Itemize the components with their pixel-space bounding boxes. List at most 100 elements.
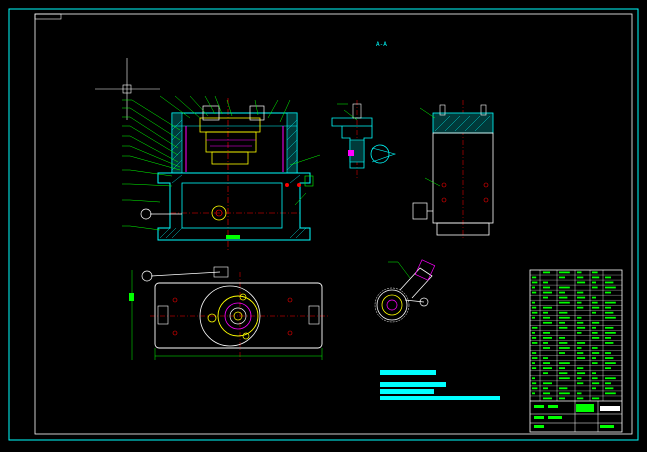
parts-list-cell-text: [605, 286, 616, 289]
parts-list-cell-text: [543, 311, 548, 314]
revision-mark: A-A: [376, 41, 387, 48]
parts-list-cell-text: [577, 377, 582, 380]
technical-notes: [380, 370, 500, 400]
parts-list-cell-text: [532, 362, 535, 364]
parts-list-cell-text: [577, 392, 582, 395]
parts-list-cell-text: [532, 326, 538, 329]
parts-list-cell-text: [577, 281, 586, 284]
parts-list-cell-text: [577, 342, 586, 344]
parts-list-cell-text: [605, 377, 616, 380]
parts-list-cell-text: [559, 316, 570, 319]
parts-list-cell-text: [592, 372, 596, 375]
parts-list-cell-text: [592, 362, 598, 364]
parts-list-cell-text: [532, 392, 535, 395]
parts-list-cell-text: [605, 306, 611, 309]
parts-list-cell-text: [543, 382, 552, 385]
parts-list-cell-text: [543, 291, 552, 294]
parts-list-cell-text: [543, 331, 550, 334]
parts-list-cell-text: [532, 316, 535, 319]
parts-list-cell-text: [559, 372, 568, 375]
parts-list-cell-text: [592, 352, 600, 354]
parts-list-cell-text: [592, 321, 600, 324]
parts-list-cell-text: [532, 286, 535, 289]
parts-list-cell-text: [605, 316, 616, 319]
parts-list-cell-text: [543, 372, 548, 375]
parts-list-cell-text: [543, 337, 552, 339]
parts-list-cell-text: [559, 286, 570, 289]
parts-list-cell-text: [577, 331, 582, 334]
parts-list-cell-text: [532, 306, 537, 309]
top-view[interactable]: [129, 266, 330, 360]
parts-list-cell-text: [577, 276, 584, 279]
parts-list-cell-text: [543, 306, 552, 309]
parts-list-cell-text: [577, 301, 582, 304]
parts-list-cell-text: [605, 331, 616, 334]
title-block[interactable]: [529, 269, 623, 433]
parts-list-cell-text: [605, 301, 616, 304]
parts-list-cell-text: [577, 271, 582, 274]
parts-list-cell-text: [532, 342, 538, 344]
parts-list-cell-text: [543, 347, 550, 349]
parts-list-cell-text: [577, 382, 584, 385]
parts-list-cell-text: [543, 387, 548, 390]
parts-list-cell-text: [605, 311, 614, 314]
parts-list-cell-text: [532, 281, 538, 284]
parts-list-cell-text: [543, 271, 550, 274]
parts-list-cell-text: [577, 316, 582, 319]
detail-view-a[interactable]: [331, 100, 397, 180]
parts-list-cell-text: [577, 326, 586, 329]
parts-list-cell-text: [605, 342, 614, 344]
front-section-view[interactable]: [122, 95, 321, 250]
parts-list-cell-text: [532, 291, 537, 294]
parts-list-cell-text: [532, 382, 537, 385]
parts-list-cell-text: [605, 357, 614, 359]
parts-list-cell-text: [559, 311, 568, 314]
parts-list-cell-text: [605, 326, 614, 329]
parts-list-cell-text: [592, 281, 596, 284]
parts-list-cell-text: [605, 352, 611, 354]
parts-list-cell-text: [592, 301, 598, 304]
parts-list-cell-text: [605, 281, 614, 284]
parts-list-cell-text: [592, 286, 598, 289]
parts-list-cell-text: [543, 342, 548, 344]
parts-list-cell-text: [559, 337, 565, 339]
parts-list-cell-text: [577, 296, 586, 299]
detail-view-b[interactable]: [374, 259, 436, 323]
side-view[interactable]: [412, 100, 494, 240]
parts-list-cell-text: [543, 397, 552, 400]
sheet-inner-border: [34, 13, 633, 435]
parts-list-cell-text: [592, 377, 598, 380]
parts-list-cell-text: [543, 281, 548, 284]
parts-list-cell-text: [543, 321, 552, 324]
sheet-outer-border: [8, 8, 639, 441]
parts-list-cell-text: [543, 367, 552, 370]
parts-list-cell-text: [559, 352, 565, 354]
parts-list-cell-text: [532, 377, 535, 380]
corner-label-box: [34, 13, 62, 20]
parts-list-cell-text: [532, 331, 535, 334]
parts-list-cell-text: [592, 296, 596, 299]
parts-list-cell-text: [559, 362, 570, 364]
parts-list-cell-text: [592, 397, 600, 400]
parts-list-cell-text: [605, 382, 611, 385]
crosshair-cursor: [95, 58, 160, 120]
parts-list-cell-text: [592, 382, 600, 385]
parts-list-cell-text: [577, 357, 586, 359]
parts-list-cell-text: [559, 301, 570, 304]
parts-list-cell-text: [543, 392, 550, 395]
parts-list-cell-text: [543, 362, 550, 364]
parts-list-cell-text: [559, 367, 565, 370]
parts-list-cell-text: [577, 367, 584, 370]
parts-list-cell-text: [532, 352, 537, 354]
parts-list-cell-text: [605, 276, 611, 279]
parts-list-cell-text: [592, 357, 596, 359]
parts-list-cell-text: [559, 342, 568, 344]
parts-list-cell-text: [605, 387, 614, 390]
parts-list-cell-text: [559, 387, 568, 390]
parts-list-cell-text: [559, 296, 568, 299]
parts-list-cell-text: [577, 352, 584, 354]
parts-list-cell-text: [592, 387, 596, 390]
parts-list-cell-text: [577, 347, 582, 349]
parts-list-cell-text: [577, 397, 584, 400]
